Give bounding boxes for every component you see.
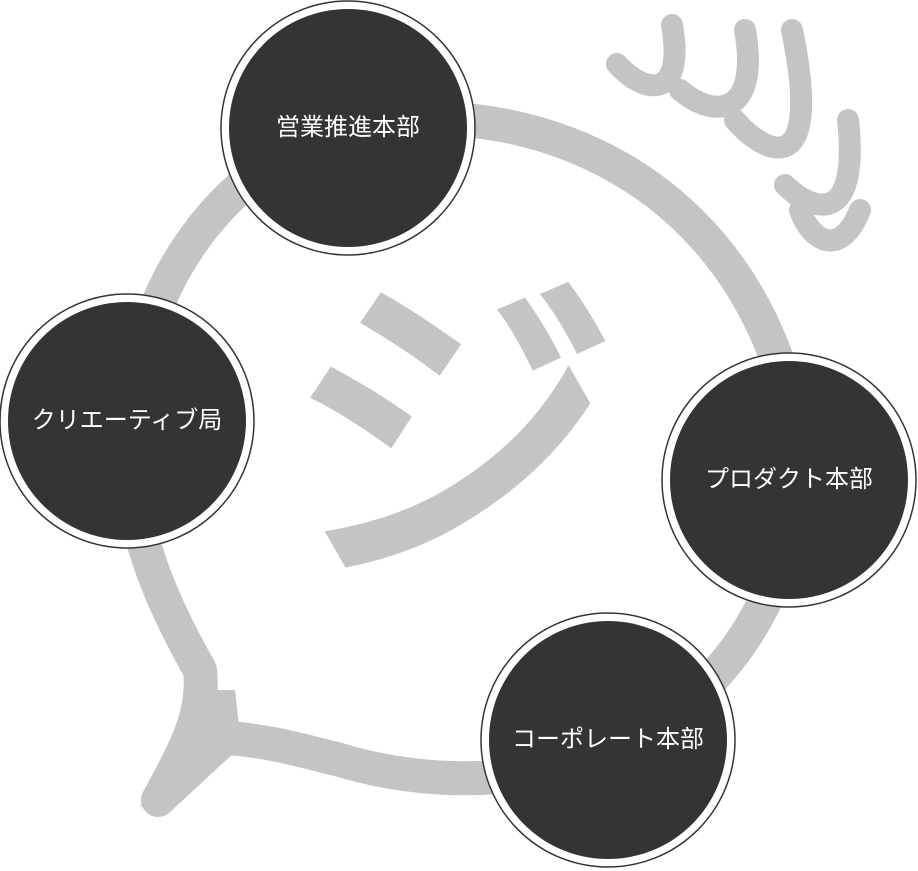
- node-label: クリエーティブ局: [32, 406, 223, 434]
- node-creative: クリエーティブ局: [0, 293, 255, 549]
- squiggle-right: [724, 19, 813, 159]
- node-product: プロダクト本部: [661, 352, 917, 608]
- node-circle: [670, 361, 908, 599]
- squiggle-lower: [774, 109, 861, 216]
- node-label: 営業推進本部: [276, 113, 420, 141]
- squiggle-mid: [669, 19, 759, 118]
- node-sales-promotion: 営業推進本部: [220, 0, 476, 256]
- node-label: コーポレート本部: [512, 725, 704, 753]
- exclamation-marks: [606, 14, 871, 252]
- squiggle-left: [606, 14, 686, 97]
- squiggle-bottom: [789, 199, 871, 252]
- node-corporate: コーポレート本部: [480, 612, 736, 868]
- speech-bubble-tail: [140, 690, 240, 808]
- node-circle: [8, 302, 246, 540]
- node-circle: [489, 621, 727, 859]
- node-label: プロダクト本部: [705, 465, 873, 493]
- node-circle: [229, 9, 467, 247]
- center-glyph: ジ: [287, 244, 617, 628]
